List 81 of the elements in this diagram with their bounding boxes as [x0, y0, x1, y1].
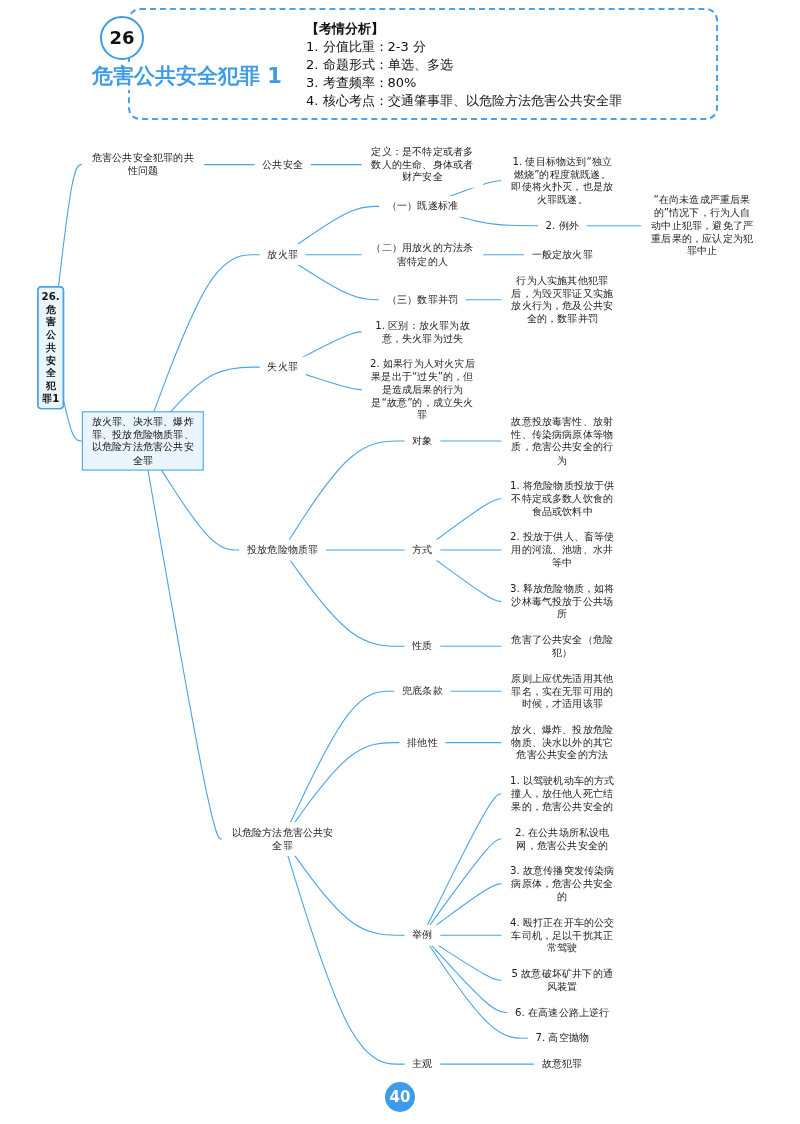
node-text: 3. 故意传播突发传染病病原体，危害公共安全的 [509, 864, 615, 902]
node-text: 性质 [412, 639, 433, 652]
node-text: 1. 将危险物质投放于供不特定或多数人饮食的食品或饮料中 [509, 479, 615, 517]
connector [304, 254, 363, 256]
node-text: 4. 殴打正在开车的公交车司机，足以干扰其正常驾驶 [509, 916, 615, 954]
node-text: 1. 以驾驶机动车的方式撞人，放任他人死亡结果的，危害公共安全的 [509, 774, 615, 812]
node-text: 主观 [412, 1057, 433, 1070]
node-text: 6. 在高速公路上逆行 [514, 1006, 610, 1018]
node-text: 7. 高空抛物 [535, 1031, 589, 1044]
node-text: 5 故意破坏矿井下的通风装置 [511, 967, 613, 992]
node-text: 失火罪 [267, 360, 298, 373]
node-box: 放火罪、决水罪、爆炸罪、投放危险物质罪、以危险方法危害公共安全罪 [81, 411, 204, 471]
connector [296, 205, 380, 246]
connector [439, 645, 503, 647]
connector [439, 934, 503, 936]
connector [449, 180, 503, 197]
node-text: 对象 [412, 434, 433, 447]
node-text: 3. 释放危险物质，如将沙林毒气投放于公共场所 [509, 582, 615, 620]
node-text: 投放危险物质罪 [246, 543, 319, 556]
node-text: 以危险方法危害公共安全罪 [231, 826, 334, 851]
connector [153, 254, 261, 413]
node-text: 排他性 [406, 736, 438, 748]
node-text: （三）数罪并罚 [386, 293, 458, 305]
connector [444, 742, 503, 744]
connector [289, 690, 396, 824]
list-item: 4. 核心考点：交通肇事罪、以危险方法危害公共安全罪 [306, 92, 622, 110]
connector [426, 793, 503, 926]
node-text: （二）用放火的方法杀害特定的人 [371, 241, 474, 267]
connector [287, 854, 406, 1065]
connector [289, 559, 406, 647]
node-text: 2. 如果行为人对火灾后果是出于“过失”的，但是造成后果的行为是“故意”的，成立失火罪 [369, 357, 475, 421]
connector [439, 1063, 535, 1065]
heading-text: 【考情分析】 [306, 20, 385, 38]
node-text: 故意投放毒害性、放射性、传染病病原体等物质，危害公共安全的行为 [511, 415, 614, 466]
connector [435, 498, 503, 541]
node-text: 危害公共安全犯罪的共性问题 [91, 151, 194, 177]
connector [435, 883, 503, 926]
connector [57, 164, 83, 288]
connector [169, 366, 261, 413]
node-text: “在尚未造成严重后果的”情况下，行为人自动中止犯罪，避免了严重后果的，应认定为犯罪中止 [650, 193, 753, 257]
node-text: 2. 例外 [545, 219, 579, 231]
connector [301, 331, 363, 358]
connector [435, 559, 503, 602]
connector [160, 469, 241, 551]
connector [293, 742, 401, 824]
node-text: 放火罪 [267, 248, 298, 260]
node-text: 1. 区别：放火罪为故意，失火罪为过失 [375, 319, 470, 344]
list-item: 1. 分值比重：2-3 分 [306, 38, 427, 56]
node-text: 2. 在公共场所私设电网，危害公共安全的 [514, 826, 610, 851]
node-text: 兜底条款 [401, 684, 443, 697]
connector [449, 690, 503, 692]
list-item: 3. 考查频率：80% [306, 74, 418, 92]
page-number: 40 [385, 1082, 415, 1112]
node-text: 放火、爆炸、投放危险物质、决水以外的其它危害公共安全的方法 [511, 723, 614, 761]
connector [147, 469, 223, 840]
connector [304, 373, 363, 391]
connector [437, 944, 503, 981]
connector [428, 944, 529, 1039]
node-text: 定义：是不特定或者多数人的生命、身体或者财产安全 [371, 145, 474, 183]
connector [309, 164, 363, 166]
node-text: 行为人实施其他犯罪后，为毁灭罪证又实施放火行为，危及公共安全的，数罪并罚 [511, 274, 614, 325]
chapter-number: 26 [100, 16, 144, 60]
node-text: 原则上应优先适用其他罪名，实在无罪可用的时候，才适用该罪 [511, 672, 614, 710]
connector [297, 264, 380, 301]
connector [482, 254, 525, 256]
node-text: 方式 [412, 543, 433, 556]
connector [585, 225, 642, 227]
node-text: 危害了公共安全（危险犯） [511, 633, 614, 658]
connector [430, 944, 509, 1013]
node-text: 公共安全 [262, 158, 303, 170]
connector [293, 854, 406, 936]
connector [464, 299, 503, 301]
node-text: 故意犯罪 [541, 1057, 583, 1070]
list-item: 2. 命题形式：单选、多选 [306, 56, 454, 74]
node-text: （一）既遂标准 [386, 200, 458, 212]
node-text: 1. 使目标物达到“独立燃烧”的程度就既遂。即使将火扑灭，也是放火罪既遂。 [511, 155, 614, 206]
node-text: 一般定放火罪 [531, 248, 593, 260]
connector [202, 164, 256, 166]
connector [288, 440, 406, 541]
node-text: 2. 投放于供人、畜等使用的河流、池塘、水井等中 [509, 530, 615, 569]
connector [429, 838, 503, 926]
